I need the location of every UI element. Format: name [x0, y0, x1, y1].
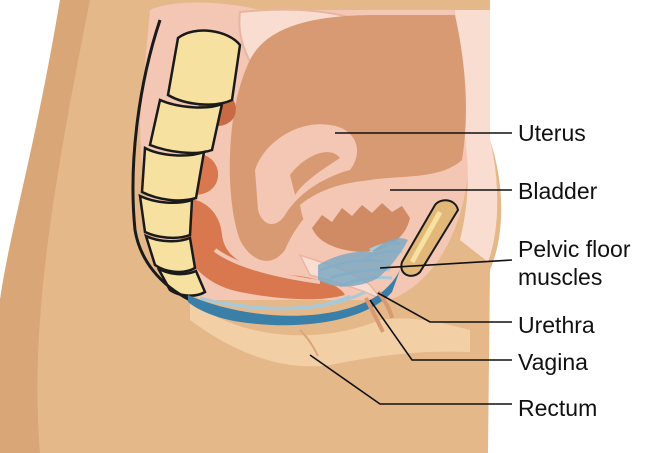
label-bladder: Bladder — [518, 178, 597, 204]
label-uterus: Uterus — [518, 120, 586, 146]
label-vagina: Vagina — [518, 349, 588, 375]
label-urethra: Urethra — [518, 312, 595, 338]
label-pelvic-floor: Pelvic floor — [518, 236, 630, 262]
label-rectum: Rectum — [518, 395, 597, 421]
label-pelvic-floor-muscles: muscles — [518, 264, 602, 290]
